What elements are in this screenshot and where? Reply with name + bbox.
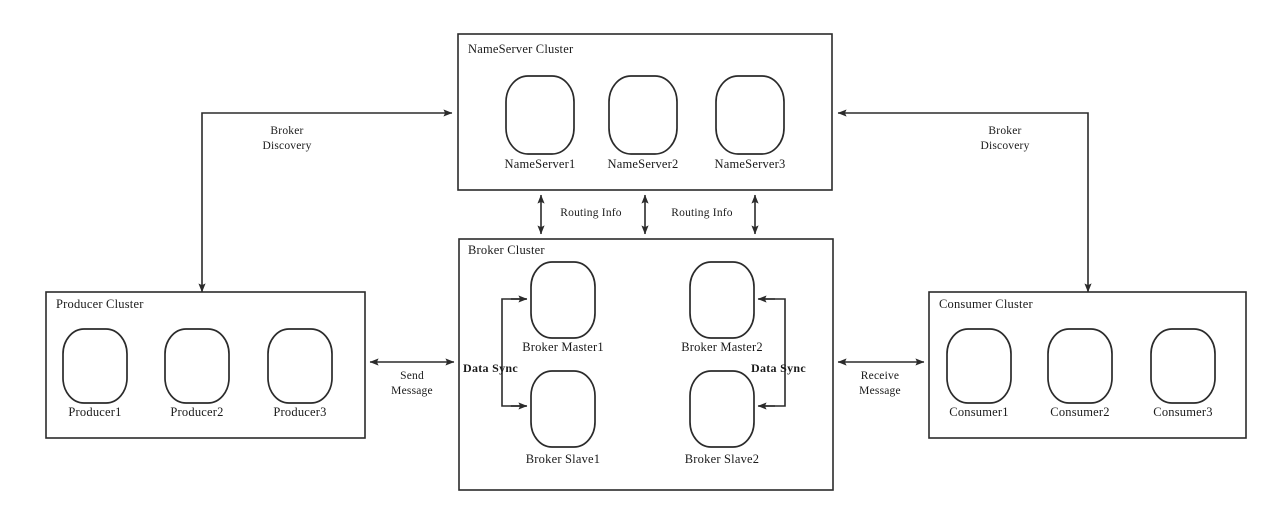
node-shape-producer3[interactable] — [267, 328, 333, 404]
node-shape-broker-master1[interactable] — [530, 261, 596, 339]
cluster-title-consumer: Consumer Cluster — [939, 297, 1033, 311]
edge-label-line1: Receive — [860, 370, 900, 382]
node-shape-broker-master2[interactable] — [689, 261, 755, 339]
node-shape-broker-slave1[interactable] — [530, 370, 596, 448]
node-shape-nameserver3[interactable] — [715, 75, 785, 155]
edge-label-data-sync-right: Data Sync — [751, 361, 807, 375]
edge-label-routing-info-left: Routing Info — [560, 207, 622, 219]
node-shape-consumer1[interactable] — [946, 328, 1012, 404]
node-shape-nameserver1[interactable] — [505, 75, 575, 155]
edge-producer-broker-discovery[interactable] — [198, 109, 453, 293]
edge-label-receive-message: Receive Message — [830, 369, 930, 399]
node-label-broker-slave1: Broker Slave1 — [525, 452, 601, 466]
edge-label-line1: Send — [400, 370, 424, 382]
node-label-nameserver3: NameServer3 — [714, 157, 786, 171]
node-shape-consumer2[interactable] — [1047, 328, 1113, 404]
edge-consumer-broker-discovery[interactable] — [837, 109, 1092, 293]
node-shape-consumer3[interactable] — [1150, 328, 1216, 404]
edge-label-consumer-broker-discovery: Broker Discovery — [945, 124, 1065, 154]
node-shape-producer2[interactable] — [164, 328, 230, 404]
cluster-title-broker: Broker Cluster — [468, 243, 545, 257]
edge-label-routing-info-right: Routing Info — [671, 207, 733, 219]
cluster-title-producer: Producer Cluster — [56, 297, 144, 311]
node-shape-producer1[interactable] — [62, 328, 128, 404]
node-shape-nameserver2[interactable] — [608, 75, 678, 155]
cluster-title-nameserver: NameServer Cluster — [468, 42, 574, 56]
node-label-nameserver2: NameServer2 — [607, 157, 679, 171]
edge-label-send-message: Send Message — [362, 369, 462, 399]
node-label-consumer2: Consumer2 — [1050, 405, 1110, 419]
node-label-consumer3: Consumer3 — [1153, 405, 1213, 419]
edge-label-line1: Broker — [270, 125, 304, 137]
edge-label-producer-broker-discovery: Broker Discovery — [227, 124, 347, 154]
node-label-producer1: Producer1 — [68, 405, 122, 419]
edge-label-line2: Message — [391, 384, 433, 397]
node-label-broker-slave2: Broker Slave2 — [684, 452, 760, 466]
node-label-producer3: Producer3 — [273, 405, 327, 419]
edge-label-line1: Broker — [988, 125, 1022, 137]
edge-label-line2: Message — [859, 384, 901, 397]
node-label-broker-master1: Broker Master1 — [522, 340, 604, 354]
node-label-nameserver1: NameServer1 — [504, 157, 576, 171]
cluster-box-broker[interactable] — [458, 238, 834, 491]
node-label-consumer1: Consumer1 — [949, 405, 1009, 419]
node-label-broker-master2: Broker Master2 — [681, 340, 763, 354]
node-shape-broker-slave2[interactable] — [689, 370, 755, 448]
edge-label-data-sync-left: Data Sync — [463, 361, 519, 375]
edge-label-line2: Discovery — [980, 139, 1030, 152]
edge-label-line2: Discovery — [262, 139, 312, 152]
node-label-producer2: Producer2 — [170, 405, 224, 419]
